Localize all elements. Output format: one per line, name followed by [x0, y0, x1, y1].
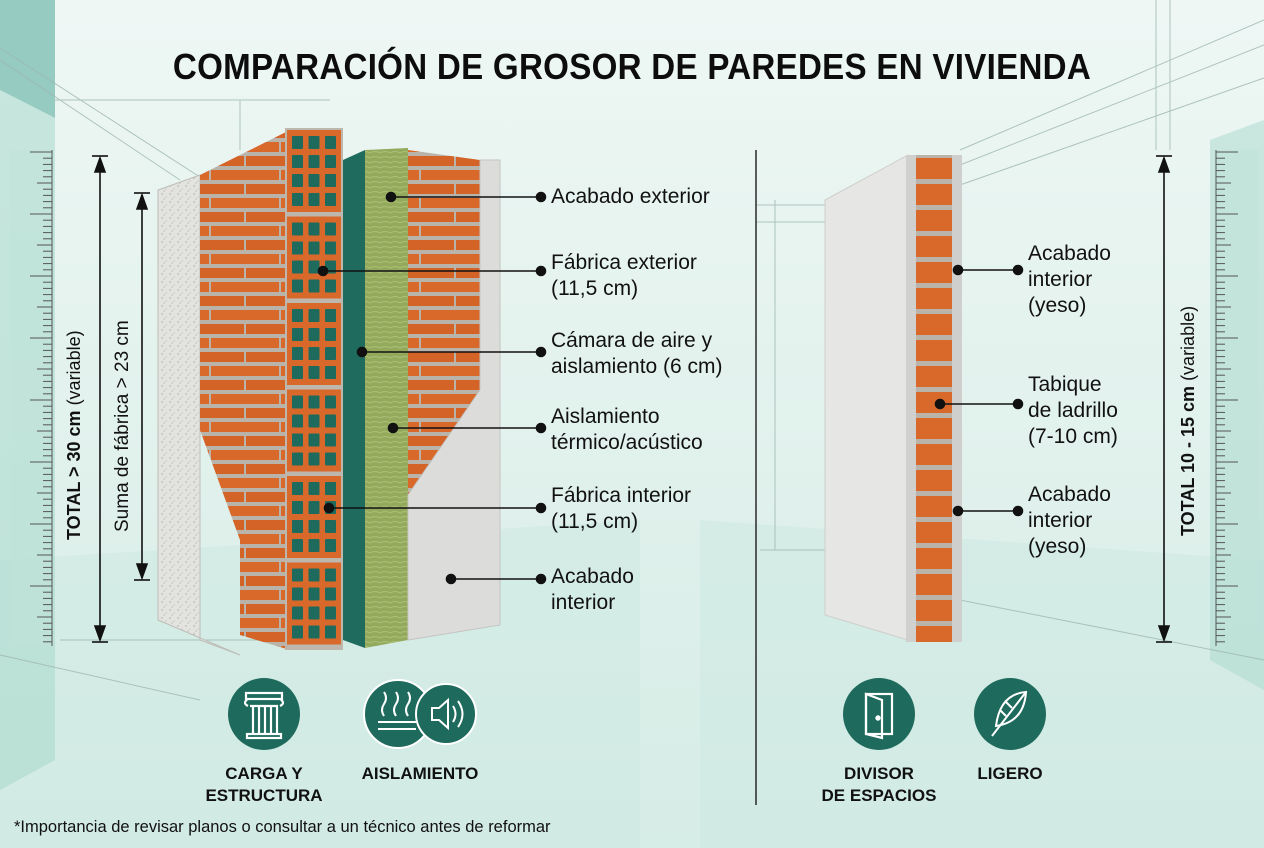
door-icon	[843, 678, 915, 750]
label-acabado-exterior: Acabado exterior	[551, 185, 710, 208]
footnote: *Importancia de revisar planos o consult…	[14, 818, 551, 836]
label-camara-aire: Cámara de aire y aislamiento (6 cm)	[551, 329, 723, 378]
exterior-plaster-layer	[157, 174, 241, 656]
partition-plaster-back	[824, 154, 909, 641]
floor-right	[700, 520, 1264, 848]
left-sum-label: Suma de fábrica > 23 cm	[112, 320, 133, 532]
left-total-label: TOTAL > 30 cm (variable)	[64, 330, 84, 540]
insulation-icon	[363, 679, 477, 749]
label-partition-acabado-bottom: Acabado interior (yeso)	[1028, 483, 1111, 558]
leader-lines	[317, 191, 1024, 585]
caption-ligero: LIGERO	[977, 764, 1043, 783]
left-total-dimension	[92, 155, 108, 643]
page-title: COMPARACIÓN DE GROSOR DE PAREDES EN VIVI…	[172, 46, 1092, 87]
partition-wall-illustration	[824, 154, 962, 642]
air-gap-layer	[343, 150, 365, 648]
label-fabrica-exterior: Fábrica exterior (11,5 cm)	[551, 251, 697, 300]
label-partition-acabado-top: Acabado interior (yeso)	[1028, 242, 1111, 317]
feather-icon	[974, 678, 1046, 750]
partition-plaster-front-right	[952, 155, 962, 642]
column-icon	[228, 678, 300, 750]
hollow-brick-column	[285, 128, 343, 650]
caption-divisor-espacios: DIVISOR DE ESPACIOS	[821, 764, 937, 805]
label-partition-tabique: Tabique de ladrillo (7-10 cm)	[1028, 373, 1118, 448]
inner-brick-layer	[408, 150, 480, 500]
exterior-wall-illustration	[157, 128, 501, 656]
partition-plaster-front-left	[906, 155, 916, 642]
left-ruler	[10, 150, 54, 646]
right-total-dimension	[1156, 155, 1172, 643]
label-aislamiento-termico: Aislamiento térmico/acústico	[551, 405, 703, 454]
right-ruler	[1214, 150, 1258, 646]
left-sum-dimension	[134, 192, 150, 581]
background-lines	[0, 0, 1264, 701]
caption-aislamiento: AISLAMIENTO	[361, 764, 479, 783]
caption-carga-estructura: CARGA Y ESTRUCTURA	[205, 764, 323, 805]
partition-brick-core	[916, 155, 952, 642]
right-total-label: TOTAL 10 - 15 cm (variable)	[1178, 305, 1198, 536]
label-acabado-interior: Acabado interior	[551, 565, 634, 614]
left-wall-shade	[0, 0, 55, 118]
interior-plaster-layer	[407, 159, 501, 641]
insulation-layer	[365, 148, 408, 648]
outer-brick-layer	[200, 130, 290, 650]
label-fabrica-interior: Fábrica interior (11,5 cm)	[551, 484, 692, 533]
